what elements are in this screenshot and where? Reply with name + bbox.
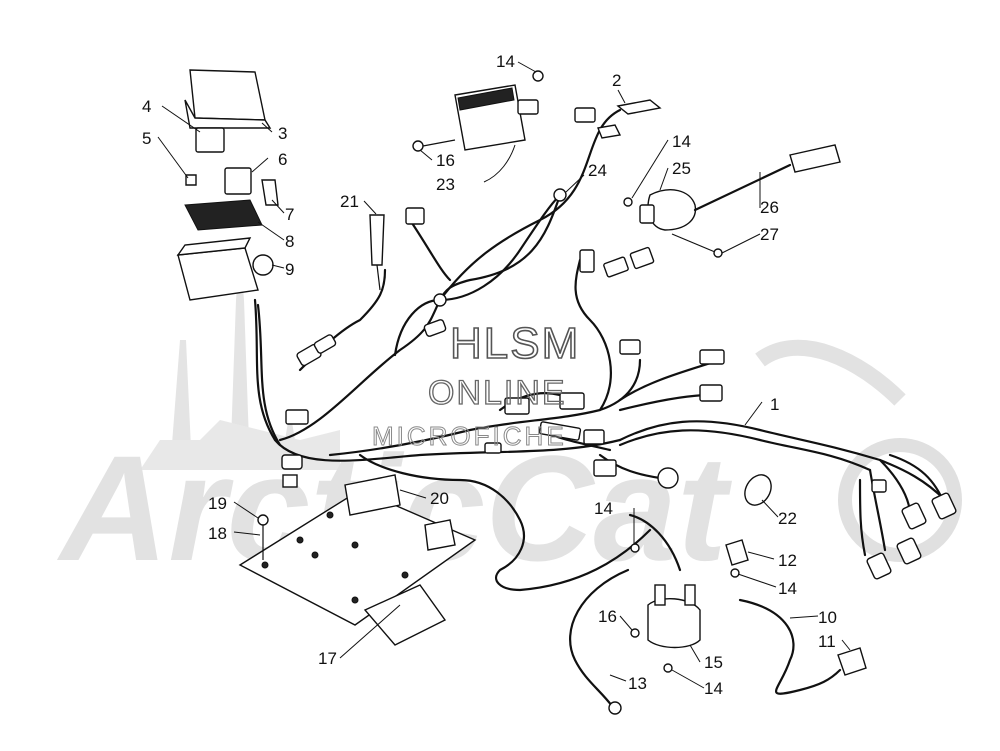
callout-6: 6 <box>278 150 287 169</box>
callout-24: 24 <box>588 161 607 180</box>
harness-connectors <box>281 207 957 580</box>
solenoid-assembly <box>569 513 867 715</box>
callout-18: 18 <box>208 524 227 543</box>
callout-3: 3 <box>278 124 287 143</box>
callout-26: 26 <box>760 198 779 217</box>
callout-21: 21 <box>340 192 359 211</box>
callout-14-top: 14 <box>496 52 515 71</box>
callout-13: 13 <box>628 674 647 693</box>
watermark-line1: HLSM <box>450 319 580 368</box>
callout-8: 8 <box>285 232 294 251</box>
callout-5: 5 <box>142 129 151 148</box>
callout-23: 23 <box>436 175 455 194</box>
mounting-plate <box>238 474 477 646</box>
voltage-regulator <box>412 70 662 152</box>
callout-1: 1 <box>770 395 779 414</box>
callout-4: 4 <box>142 97 151 116</box>
callout-27: 27 <box>760 225 779 244</box>
ground-strap <box>433 188 567 307</box>
callout-11: 11 <box>818 632 836 651</box>
callout-7: 7 <box>285 205 294 224</box>
callout-14-mid: 14 <box>594 499 613 518</box>
sensor-21 <box>369 214 385 291</box>
callout-16-bottom: 16 <box>598 607 617 626</box>
watermark-line2: ONLINE <box>428 374 567 412</box>
callout-22: 22 <box>778 509 797 528</box>
callout-20: 20 <box>430 489 449 508</box>
callout-12: 12 <box>778 551 797 570</box>
callout-14-bottom: 14 <box>704 679 723 698</box>
callout-15: 15 <box>704 653 723 672</box>
clamp-22 <box>744 474 772 506</box>
callout-10: 10 <box>818 608 837 627</box>
callout-25: 25 <box>672 159 691 178</box>
callout-14-switch: 14 <box>672 132 691 151</box>
callout-19: 19 <box>208 494 227 513</box>
callout-14-right: 14 <box>778 579 797 598</box>
hlsm-watermark: HLSM ONLINE MICROFICHE <box>372 318 580 451</box>
handlebar-switch <box>623 144 841 258</box>
fuse-box-assembly <box>176 69 279 301</box>
callout-2: 2 <box>612 71 621 90</box>
callout-9: 9 <box>285 260 294 279</box>
callout-16-top: 16 <box>436 151 455 170</box>
callout-17: 17 <box>318 649 337 668</box>
leader-lines <box>157 61 851 689</box>
callout-labels: 1 2 3 4 5 6 7 8 9 10 11 12 13 14 14 14 1… <box>142 52 837 698</box>
watermark-line3: MICROFICHE <box>372 421 567 451</box>
